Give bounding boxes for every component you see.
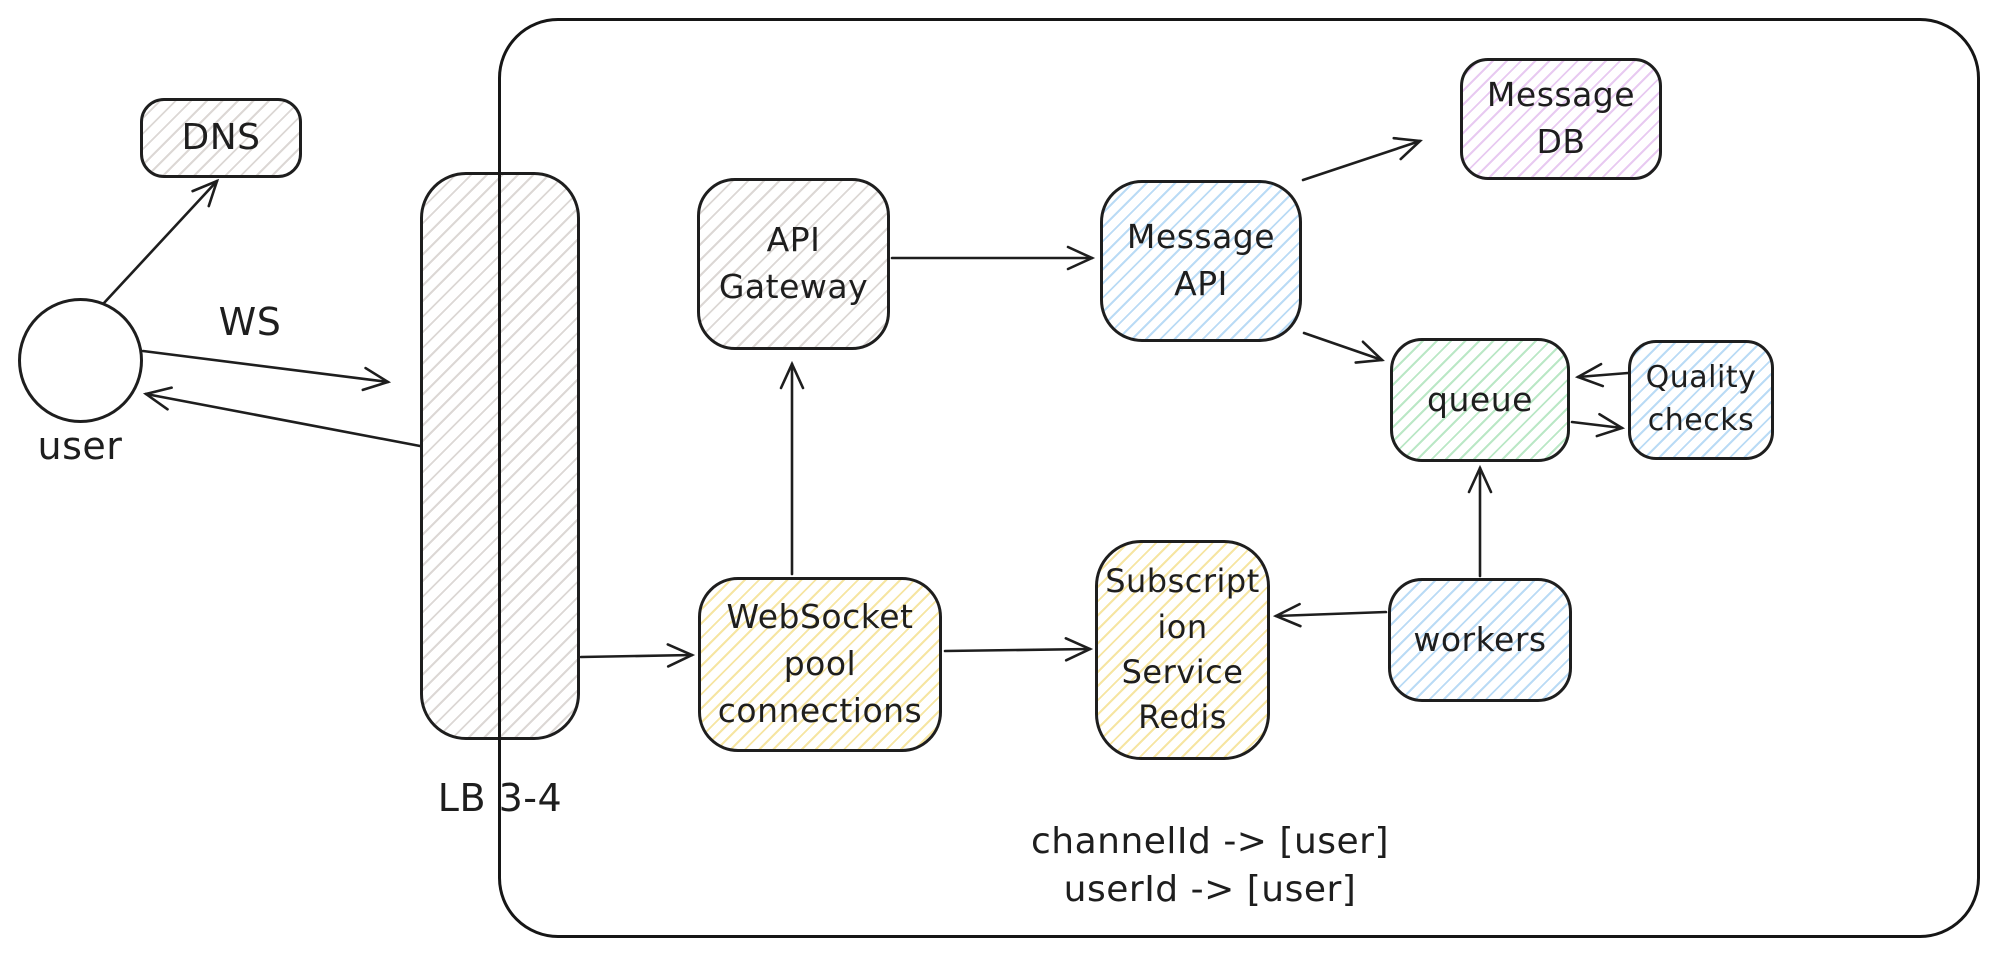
arrow-lb-to-user: [142, 386, 422, 448]
user-label: user: [37, 424, 123, 468]
node-message-db: Message DB: [1460, 58, 1662, 180]
arrow-websocket-pool-to-subscription: [943, 637, 1094, 662]
node-subscription-service: Subscript ion Service Redis: [1095, 540, 1270, 760]
node-message-api: Message API: [1100, 180, 1302, 342]
dns-label: DNS: [181, 117, 261, 159]
mapping-annotation: channelId -> [user] userId -> [user]: [1030, 821, 1390, 910]
node-dns: DNS: [140, 98, 302, 178]
api-gateway-label: API Gateway: [718, 220, 869, 306]
arrow-message-api-to-queue: [1302, 331, 1385, 364]
websocket-pool-label: WebSocket pool connections: [717, 597, 923, 730]
arrow-quality-checks-to-queue: [1574, 362, 1630, 388]
queue-label: queue: [1427, 379, 1533, 419]
node-quality-checks: Quality checks: [1628, 340, 1774, 460]
load-balancer-label: LB 3-4: [437, 776, 563, 820]
workers-label: workers: [1413, 619, 1547, 659]
arrow-workers-to-subscription: [1272, 602, 1388, 628]
message-db-label: Message DB: [1486, 75, 1636, 161]
quality-checks-label: Quality checks: [1645, 360, 1757, 438]
arrow-user-to-lb: [141, 349, 392, 392]
node-api-gateway: API Gateway: [697, 178, 890, 350]
message-api-label: Message API: [1126, 217, 1276, 303]
subscription-service-label: Subscript ion Service Redis: [1105, 562, 1260, 737]
ws-edge-label: WS: [218, 300, 282, 344]
node-queue: queue: [1390, 338, 1570, 462]
arrow-user-to-dns: [102, 178, 220, 305]
arrow-queue-to-quality-checks: [1570, 412, 1626, 438]
node-user: [18, 298, 143, 423]
node-websocket-pool: WebSocket pool connections: [698, 577, 942, 752]
arrow-lb-to-websocket-pool: [579, 643, 696, 668]
arrow-message-api-to-message-db: [1301, 136, 1423, 182]
node-workers: workers: [1388, 578, 1572, 702]
